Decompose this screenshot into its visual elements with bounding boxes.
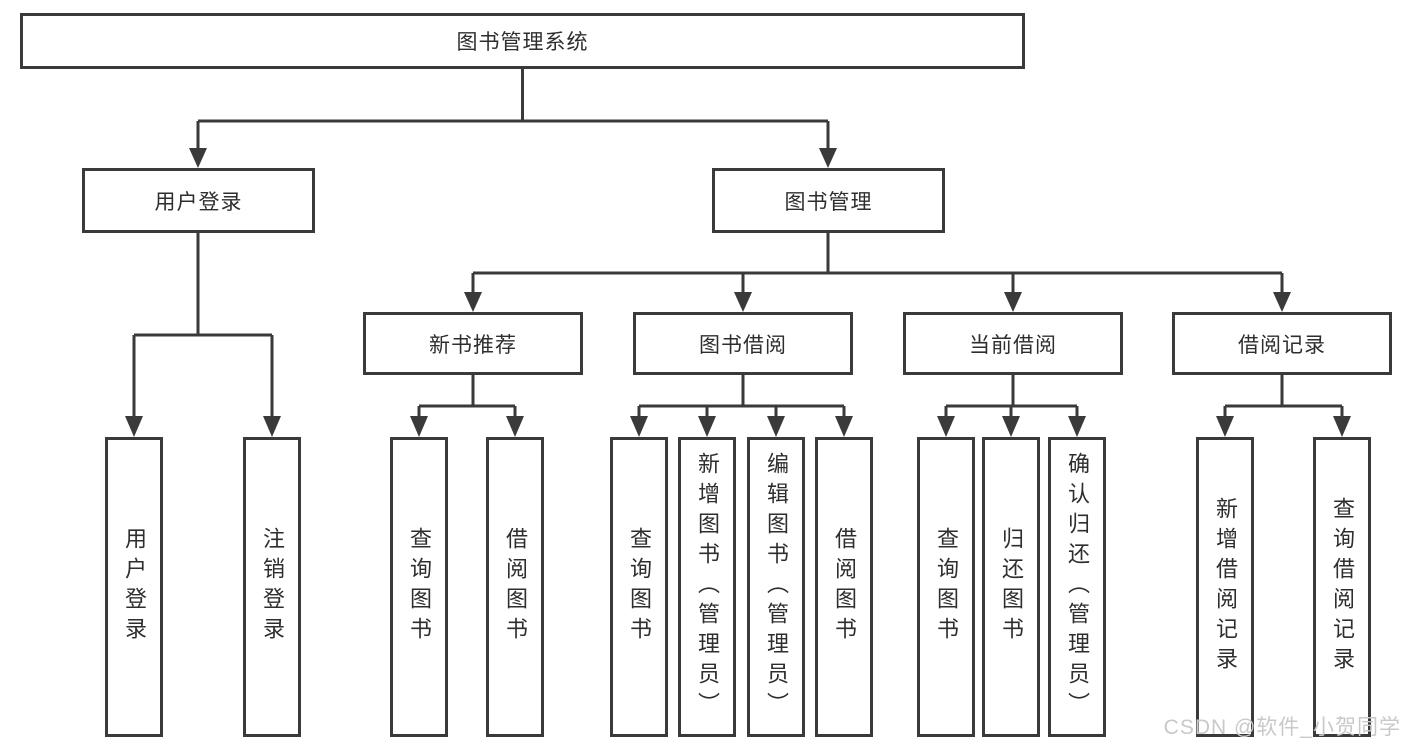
arrow-down-icon [1068, 416, 1086, 437]
leaf-label: 借阅图书 [832, 527, 857, 647]
arrow-down-icon [263, 416, 281, 437]
arrow-down-icon [1002, 416, 1020, 437]
node-label: 当前借阅 [969, 333, 1057, 357]
arrow-down-icon [698, 416, 716, 437]
leaf-borrow-books-recommend: 借阅图书 [486, 437, 544, 737]
arrow-down-icon [1273, 292, 1291, 312]
leaf-edit-books-admin: 编辑图书（管理员） [747, 437, 805, 737]
leaf-confirm-return-admin: 确认归还（管理员） [1048, 437, 1106, 737]
arrow-down-icon [819, 148, 837, 168]
connector-new-book-recommend-to-leaves [410, 375, 524, 437]
arrow-down-icon [734, 292, 752, 312]
leaf-label: 新增借阅记录 [1213, 497, 1238, 677]
node-label: 新书推荐 [429, 333, 517, 357]
leaf-label: 查询图书 [627, 527, 652, 647]
arrow-down-icon [767, 416, 785, 437]
node-borrow-records: 借阅记录 [1172, 312, 1392, 375]
connector-root-to-level2 [189, 69, 837, 168]
leaf-user-login: 用户登录 [105, 437, 163, 737]
arrow-down-icon [464, 292, 482, 312]
arrow-down-icon [410, 416, 428, 437]
leaf-query-books-current: 查询图书 [917, 437, 975, 737]
leaf-query-borrow-record: 查询借阅记录 [1313, 437, 1371, 737]
node-label: 借阅记录 [1238, 333, 1326, 357]
leaf-add-borrow-record: 新增借阅记录 [1196, 437, 1254, 737]
connector-book-management-to-level3 [464, 233, 1291, 312]
leaf-query-books-borrow: 查询图书 [610, 437, 668, 737]
watermark: CSDN @软件_小贺同学 [1163, 716, 1401, 739]
leaf-add-books-admin: 新增图书（管理员） [678, 437, 736, 737]
node-label: 图书管理系统 [456, 31, 589, 54]
leaf-label: 新增图书（管理员） [695, 452, 720, 722]
node-book-management: 图书管理 [712, 168, 945, 233]
leaf-query-books-recommend: 查询图书 [390, 437, 448, 737]
node-label: 用户登录 [154, 190, 243, 214]
arrow-down-icon [506, 416, 524, 437]
leaf-label: 注销登录 [260, 527, 285, 647]
node-library-management-system: 图书管理系统 [20, 13, 1025, 69]
arrow-down-icon [1004, 292, 1022, 312]
arrow-down-icon [125, 416, 143, 437]
leaf-label: 借阅图书 [503, 527, 528, 647]
arrow-down-icon [1333, 416, 1351, 437]
leaf-label: 确认归还（管理员） [1065, 452, 1090, 722]
leaf-logout: 注销登录 [243, 437, 301, 737]
node-current-borrow: 当前借阅 [903, 312, 1123, 375]
leaf-label: 查询借阅记录 [1330, 497, 1355, 677]
node-book-borrow: 图书借阅 [633, 312, 853, 375]
leaf-label: 查询图书 [934, 527, 959, 647]
arrow-down-icon [937, 416, 955, 437]
leaf-label: 查询图书 [407, 527, 432, 647]
arrow-down-icon [835, 416, 853, 437]
leaf-label: 用户登录 [122, 527, 147, 647]
node-user-login: 用户登录 [82, 168, 315, 233]
connector-book-borrow-to-leaves [630, 375, 853, 437]
arrow-down-icon [630, 416, 648, 437]
connector-borrow-records-to-leaves [1216, 375, 1351, 437]
arrow-down-icon [189, 148, 207, 168]
node-label: 图书借阅 [699, 333, 787, 357]
connector-current-borrow-to-leaves [937, 375, 1086, 437]
node-new-book-recommend: 新书推荐 [363, 312, 583, 375]
leaf-label: 归还图书 [999, 527, 1024, 647]
arrow-down-icon [1216, 416, 1234, 437]
leaf-label: 编辑图书（管理员） [764, 452, 789, 722]
node-label: 图书管理 [784, 190, 873, 214]
leaf-return-books: 归还图书 [982, 437, 1040, 737]
leaf-borrow-books: 借阅图书 [815, 437, 873, 737]
connector-user-login-to-leaves [125, 233, 281, 437]
